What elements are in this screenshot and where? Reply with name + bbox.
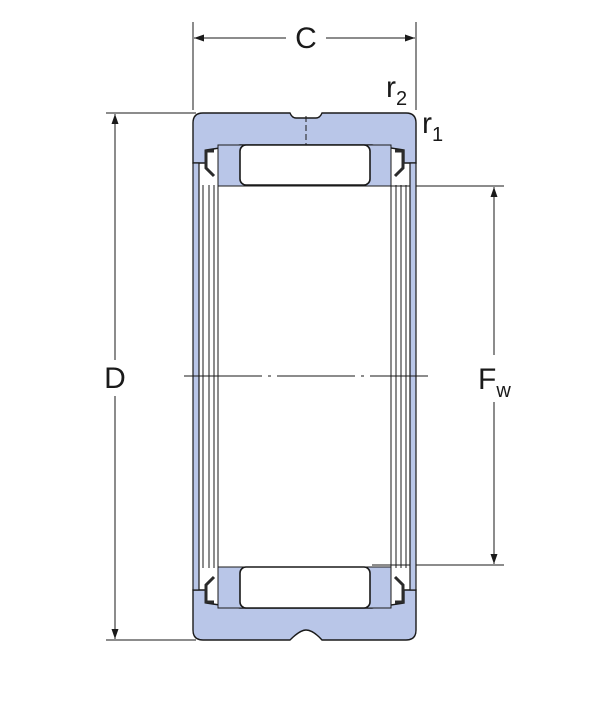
seal-bottom-left bbox=[204, 575, 216, 604]
label-fw-sub: w bbox=[495, 380, 511, 402]
seals bbox=[204, 149, 405, 604]
seal-top-right bbox=[393, 149, 405, 178]
dimension-d: D bbox=[104, 112, 196, 641]
outer-ring-top bbox=[192, 112, 417, 164]
label-r2-main: r bbox=[386, 71, 396, 104]
label-fw: Fw bbox=[478, 363, 511, 402]
label-r2-sub: 2 bbox=[396, 88, 407, 110]
dimension-fw: Fw bbox=[372, 185, 511, 566]
seal-bottom-right bbox=[393, 575, 405, 604]
label-r1: r1 bbox=[422, 107, 443, 146]
label-r1-sub: 1 bbox=[432, 124, 443, 146]
dimension-c: C bbox=[192, 22, 417, 110]
needle-roller-bottom bbox=[239, 566, 371, 609]
needle-roller-top bbox=[239, 144, 371, 186]
label-r2: r2 bbox=[386, 71, 407, 110]
label-fw-main: F bbox=[478, 363, 496, 396]
label-d: D bbox=[104, 362, 126, 395]
seal-top-left bbox=[204, 149, 216, 178]
label-c: C bbox=[295, 22, 317, 55]
label-r1-main: r bbox=[422, 107, 432, 140]
outer-ring-bottom bbox=[192, 589, 417, 641]
needle-rollers bbox=[239, 144, 371, 609]
